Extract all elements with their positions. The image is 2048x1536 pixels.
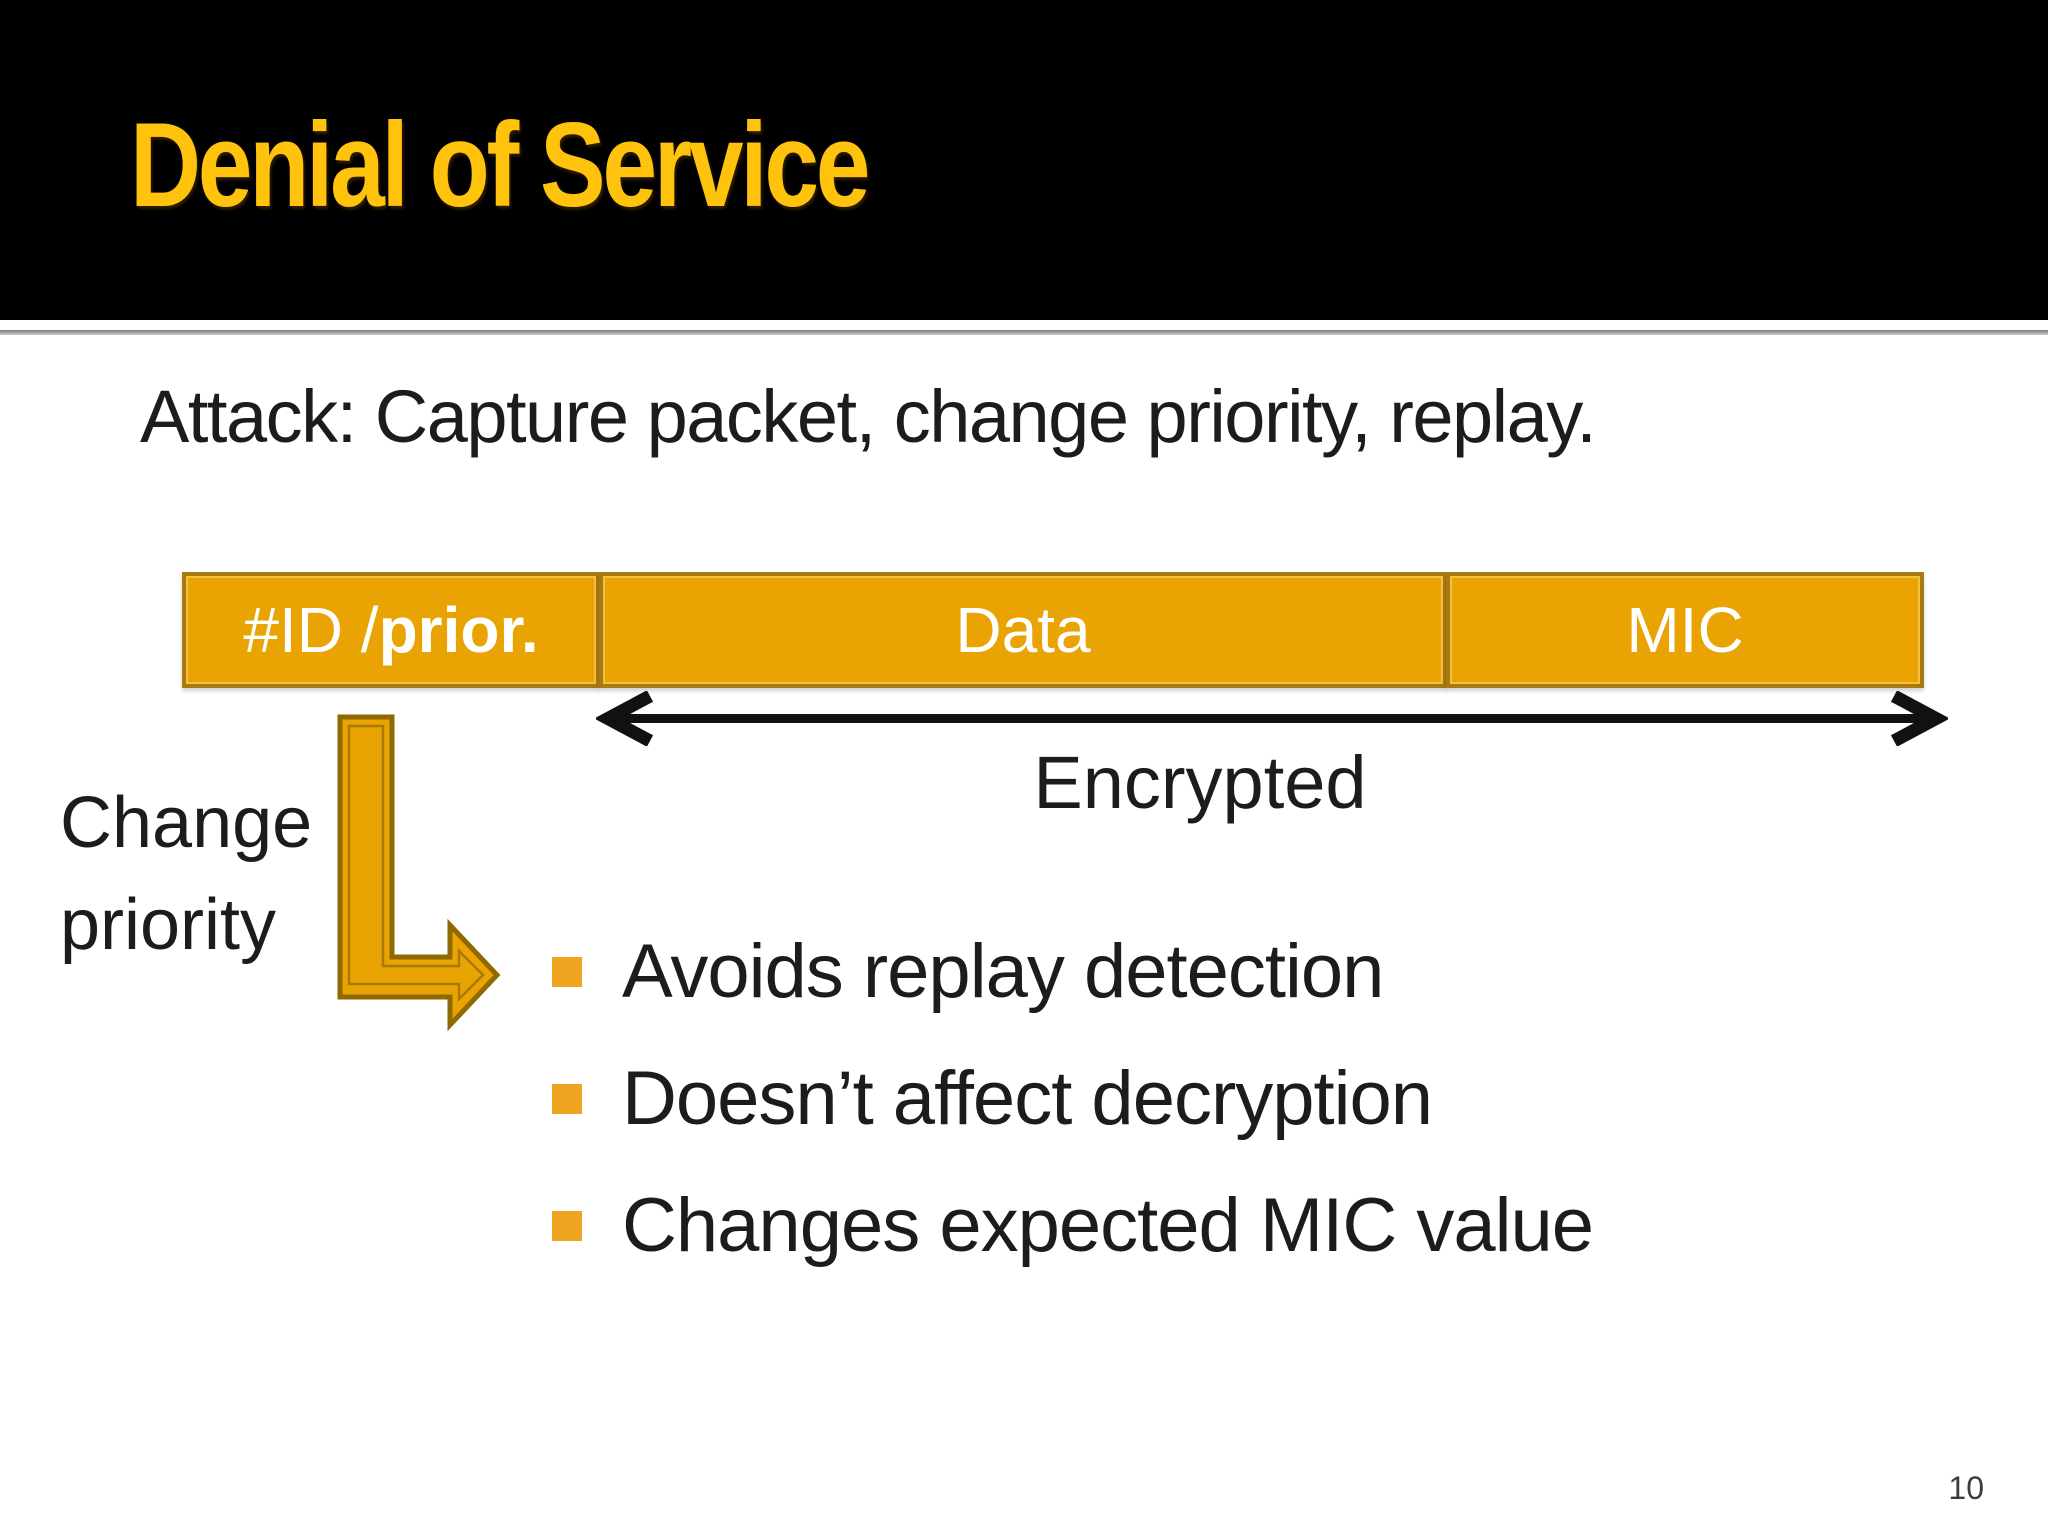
- change-priority-line2: priority: [60, 885, 277, 966]
- attack-caption: Attack: Capture packet, change priority,…: [140, 375, 1597, 458]
- bullet-text: Avoids replay detection: [622, 929, 1384, 1014]
- change-priority-label: Change priority: [60, 772, 312, 976]
- encrypted-label: Encrypted: [1033, 741, 1367, 824]
- bullet-square-icon: [552, 1083, 582, 1114]
- slide-title: Denial of Service: [130, 98, 871, 232]
- list-item: Avoids replay detection: [552, 908, 1593, 1035]
- packet-cell-id-prefix: #ID /: [243, 594, 379, 666]
- bullet-square-icon: [552, 956, 582, 987]
- list-item: Changes expected MIC value: [552, 1162, 1594, 1289]
- packet-cell-data: Data: [599, 572, 1447, 688]
- change-priority-line1: Change: [60, 783, 313, 863]
- bullet-text: Doesn’t affect decryption: [622, 1056, 1433, 1141]
- header-divider: [0, 330, 2048, 335]
- bullet-square-icon: [552, 1210, 582, 1241]
- packet-cell-id-priority: #ID / prior.: [182, 572, 600, 688]
- bullet-text: Changes expected MIC value: [622, 1183, 1594, 1268]
- title-banner: Denial of Service: [0, 0, 2048, 320]
- packet-diagram: #ID / prior. Data MIC: [182, 572, 1925, 688]
- page-number: 10: [1948, 1470, 1984, 1506]
- double-headed-arrow-icon: [596, 691, 1948, 746]
- packet-cell-priority-label: prior.: [378, 594, 539, 666]
- packet-cell-mic: MIC: [1446, 572, 1924, 688]
- bent-elbow-arrow-icon: [337, 714, 501, 1032]
- bullet-list: Avoids replay detection Doesn’t affect d…: [552, 908, 1594, 1289]
- list-item: Doesn’t affect decryption: [552, 1035, 1593, 1162]
